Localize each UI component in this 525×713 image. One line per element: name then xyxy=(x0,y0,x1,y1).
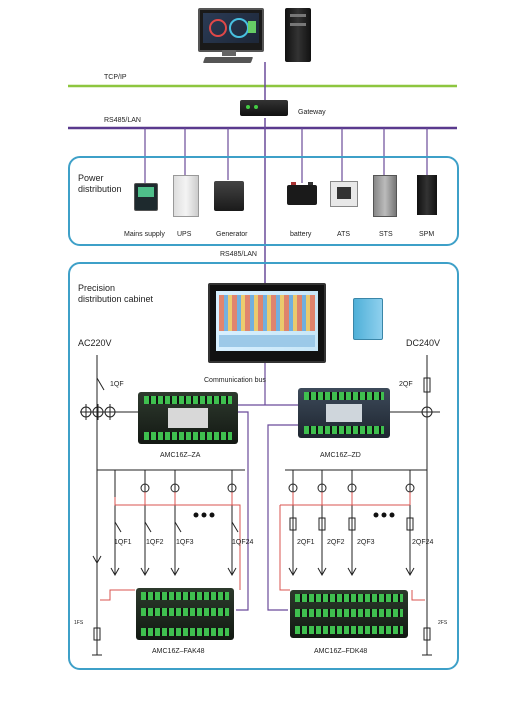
amc16z-fdk48-module xyxy=(290,590,408,638)
fs1-label: 1FS xyxy=(74,620,84,626)
ac-voltage-label: AC220V xyxy=(78,338,112,348)
keyboard-icon xyxy=(202,57,254,63)
device-label-ats: ATS xyxy=(337,231,351,238)
breaker-1qf1: 1QF1 xyxy=(114,539,132,546)
gateway-icon xyxy=(240,100,288,116)
cabinet-title: Precision distribution cabinet xyxy=(78,283,154,304)
touch-screen-display xyxy=(208,283,326,363)
amc16z-za-module xyxy=(138,392,238,444)
power-module-icon xyxy=(353,298,383,340)
generator-icon xyxy=(214,181,244,211)
monitor-icon xyxy=(198,8,264,52)
ups-icon xyxy=(173,175,199,217)
monitor-stand-icon xyxy=(222,50,236,56)
device-label-sts: STS xyxy=(379,231,393,238)
qf2-label: 2QF xyxy=(399,381,413,388)
device-label-spm: SPM xyxy=(419,231,435,238)
sts-icon xyxy=(373,175,397,217)
distribution-cabinet-panel xyxy=(68,262,459,670)
module-fak48-label: AMC16Z–FAK48 xyxy=(152,648,205,655)
fs2-label: 2FS xyxy=(438,620,448,626)
breaker-1qf3: 1QF3 xyxy=(176,539,194,546)
breaker-1qf2: 1QF2 xyxy=(146,539,164,546)
device-label-ups: UPS xyxy=(177,231,192,238)
amc16z-zd-module xyxy=(298,388,390,438)
tcpip-label: TCP/IP xyxy=(104,74,127,81)
breaker-2qf2: 2QF2 xyxy=(327,539,345,546)
breaker-2qf3: 2QF3 xyxy=(357,539,375,546)
power-distribution-title: Power distribution xyxy=(78,173,122,194)
ats-icon xyxy=(330,181,358,207)
power-distribution-panel xyxy=(68,156,459,246)
device-label-generator: Generator xyxy=(216,231,248,238)
mains-supply-icon xyxy=(134,183,158,211)
breaker-2qf24: 2QF24 xyxy=(412,539,434,546)
amc16z-fak48-module xyxy=(136,588,234,640)
comm-bus-label: Communication bus xyxy=(204,377,266,384)
module-zd-label: AMC16Z–ZD xyxy=(320,452,361,459)
gateway-label: Gateway xyxy=(298,109,326,116)
device-label-battery: battery xyxy=(290,231,312,238)
module-za-label: AMC16Z–ZA xyxy=(160,452,201,459)
spm-icon xyxy=(417,175,437,215)
battery-icon xyxy=(287,182,317,205)
device-label-mains: Mains supply xyxy=(124,231,165,238)
server-tower-icon xyxy=(285,8,311,62)
rs485-lan-mid-label: RS485/LAN xyxy=(220,251,257,258)
qf1-label: 1QF xyxy=(110,381,124,388)
dc-voltage-label: DC240V xyxy=(406,338,441,348)
breaker-1qf24: 1QF24 xyxy=(232,539,254,546)
rs485-lan-top-label: RS485/LAN xyxy=(104,117,141,124)
module-fdk48-label: AMC16Z–FDK48 xyxy=(314,648,368,655)
breaker-2qf1: 2QF1 xyxy=(297,539,315,546)
